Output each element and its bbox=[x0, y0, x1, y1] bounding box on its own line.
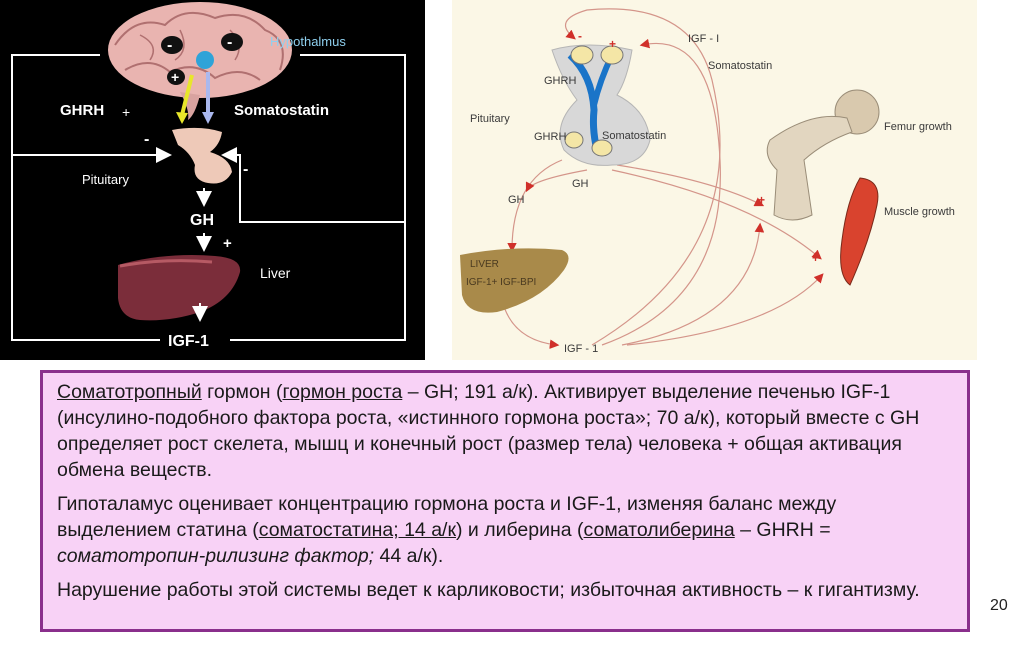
gh-feedback-curve bbox=[525, 169, 588, 193]
svg-text:-: - bbox=[167, 37, 172, 54]
gh-to-femur-curve bbox=[616, 164, 765, 207]
igf-to-muscle-curve bbox=[626, 273, 824, 346]
pituitary-label: Pituitary bbox=[82, 172, 129, 187]
igf-to-femur-curve bbox=[621, 222, 765, 346]
svg-text:-: - bbox=[227, 34, 232, 51]
description-text-box: Соматотропный гормон (гормон роста – GH;… bbox=[40, 370, 970, 632]
feedback-loop-outer bbox=[230, 54, 406, 341]
liver-igf-label: IGF-1+ IGF-BPI bbox=[466, 277, 536, 288]
femur-label: Femur growth bbox=[884, 121, 952, 133]
ghrh-label: GHRH bbox=[60, 102, 104, 119]
muscle-plus-sign: + bbox=[812, 251, 819, 265]
brain-illustration bbox=[108, 2, 292, 120]
stimulate-sign: + bbox=[167, 69, 185, 85]
left-diagram-panel: - - + GHRH + Somatostatin Hypothalmus - … bbox=[0, 0, 425, 360]
minus-top-1: - bbox=[578, 29, 582, 43]
liver-label: Liver bbox=[260, 265, 291, 281]
right-diagram-panel: - + IGF - I Somatostatin GHRH Pituitary … bbox=[452, 0, 977, 360]
ghrh-top-label: GHRH bbox=[544, 75, 576, 87]
somatostatin-mid-label: Somatostatin bbox=[602, 130, 666, 142]
text-span: – GH; 191 а/к). Активирует выделение печ… bbox=[57, 381, 920, 481]
text-span: гормон ( bbox=[201, 381, 283, 403]
term-somatoliberin: соматолиберина bbox=[583, 519, 735, 541]
gh-left-label: GH bbox=[508, 194, 525, 206]
paragraph-growth-hormone: Соматотропный гормон (гормон роста – GH;… bbox=[57, 379, 953, 483]
inhibit-sign-right: - bbox=[221, 33, 243, 51]
pituitary-minus-right: - bbox=[243, 161, 248, 178]
term-somatostatin: соматостатина; 14 а/к bbox=[258, 519, 456, 541]
gh-mid-label: GH bbox=[572, 178, 589, 190]
term-somatotropic: Соматотропный bbox=[57, 381, 202, 403]
ghrh-mid-label: GHRH bbox=[534, 131, 566, 143]
feedback-loop-left-outer bbox=[11, 54, 160, 341]
right-diagram-svg: - + IGF - I Somatostatin GHRH Pituitary … bbox=[460, 8, 955, 355]
paragraph-hypothalamus: Гипоталамус оценивает концентрацию гормо… bbox=[57, 491, 953, 569]
hypothalamus-label: Hypothalmus bbox=[270, 34, 346, 49]
page-number: 20 bbox=[990, 597, 1008, 614]
igf1-label: IGF-1 bbox=[168, 333, 209, 350]
igf-feedback-curve-top bbox=[564, 8, 721, 346]
gh-to-muscle-curve bbox=[611, 169, 822, 260]
term-releasing-factor: соматотропин-рилизинг фактор; bbox=[57, 545, 375, 567]
liver-illustration bbox=[118, 255, 241, 321]
left-diagram-svg: - - + GHRH + Somatostatin Hypothalmus - … bbox=[11, 2, 406, 350]
gh-plus-sign: + bbox=[223, 235, 232, 252]
paragraph-disorder: Нарушение работы этой системы ведет к ка… bbox=[57, 579, 920, 601]
text-span: – GHRH = bbox=[734, 519, 831, 541]
inhibit-sign-left: - bbox=[161, 36, 183, 54]
plus-top: + bbox=[609, 37, 616, 51]
muscle-label: Muscle growth bbox=[884, 206, 955, 218]
ghrh-arrow bbox=[180, 74, 194, 116]
ghrh-sign: + bbox=[122, 104, 130, 120]
pituitary-gland bbox=[172, 127, 232, 184]
gh-to-liver-curve bbox=[507, 159, 563, 253]
text-span: Гипоталамус оценивает концентрацию гормо… bbox=[57, 493, 837, 541]
gh-label: GH bbox=[190, 212, 214, 229]
pituitary-minus-left: - bbox=[144, 131, 149, 148]
text-span: 44 а/к). bbox=[374, 545, 444, 567]
liver-illustration-right bbox=[460, 248, 569, 313]
muscle-illustration bbox=[840, 177, 879, 286]
svg-text:+: + bbox=[171, 69, 179, 85]
somatostatin-label: Somatostatin bbox=[234, 102, 329, 119]
femur-plus-sign: + bbox=[758, 193, 765, 207]
feedback-loop-inner bbox=[221, 147, 405, 223]
pituitary-label-right: Pituitary bbox=[470, 113, 510, 125]
term-growth-hormone: гормон роста bbox=[282, 381, 403, 403]
pituitary-illustration bbox=[551, 44, 651, 166]
femur-illustration bbox=[766, 89, 880, 221]
igf-top-label: IGF - I bbox=[688, 33, 719, 45]
igf-bottom-label: IGF - 1 bbox=[564, 343, 598, 355]
somatostatin-top-label: Somatostatin bbox=[708, 60, 772, 72]
liver-label-right: LIVER bbox=[470, 259, 499, 270]
text-span: ) и либерина ( bbox=[455, 519, 584, 541]
